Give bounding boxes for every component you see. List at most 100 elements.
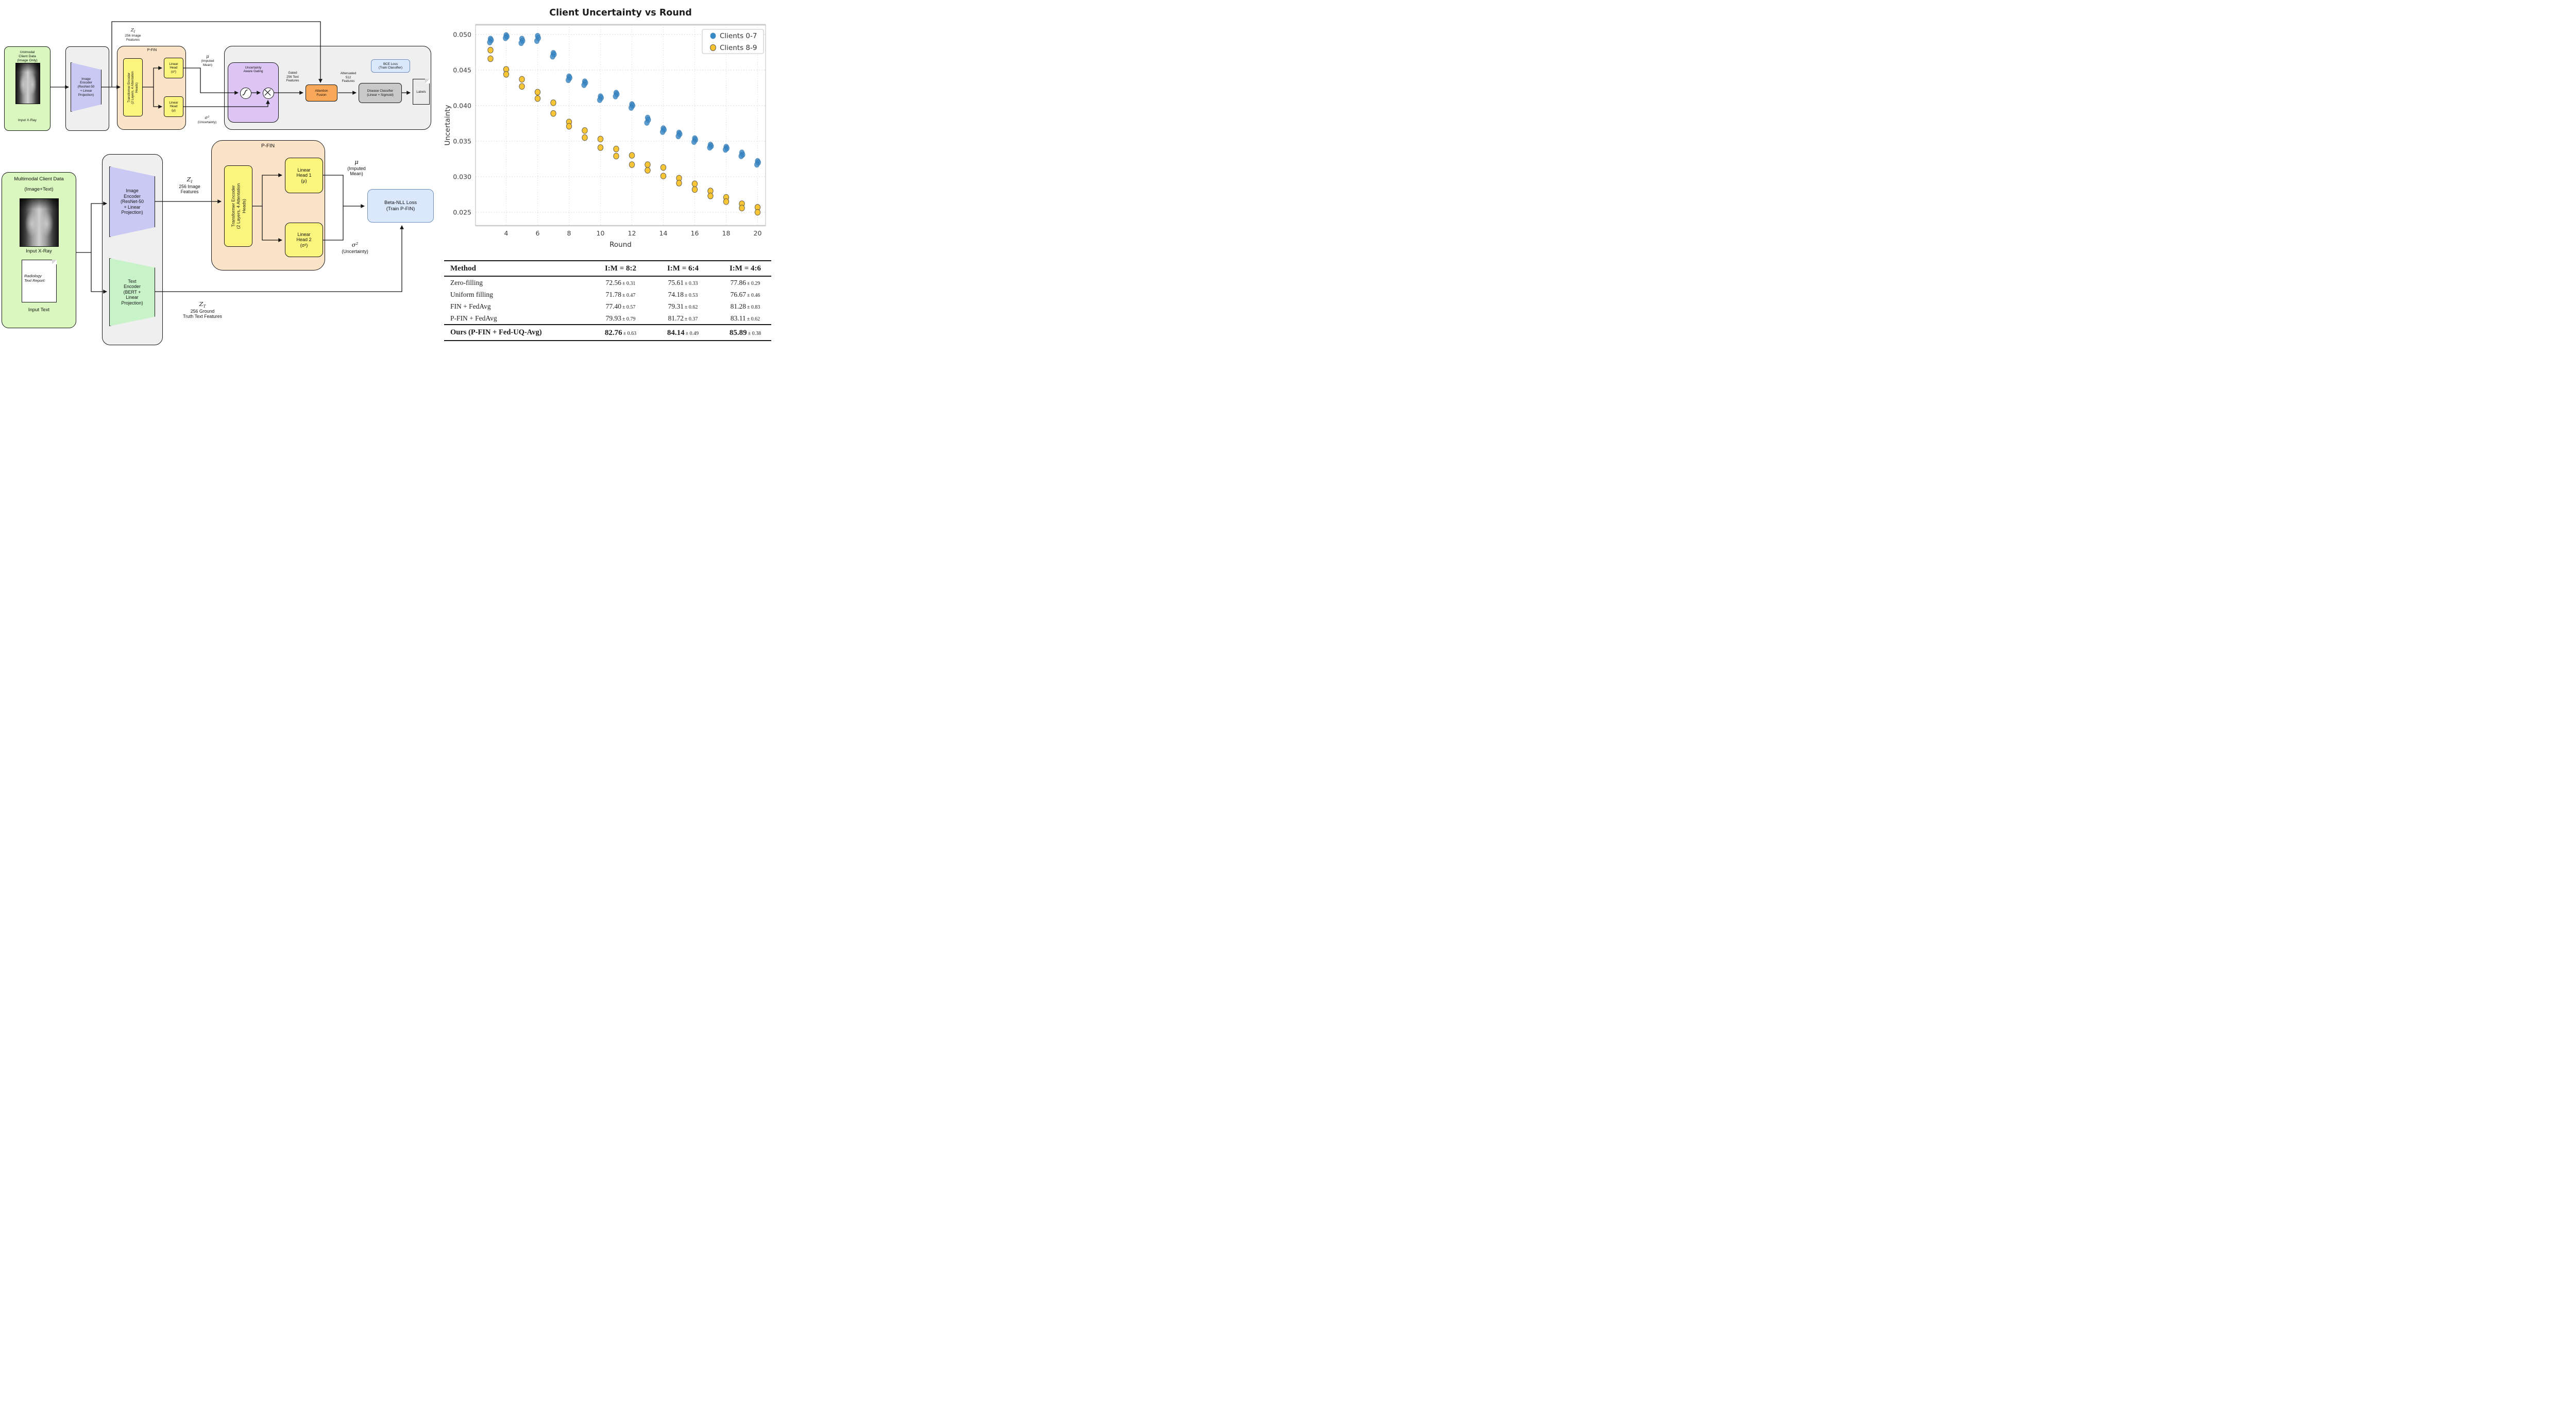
blue-point — [534, 38, 540, 44]
pfin-title-bottom: P-FIN — [261, 143, 275, 149]
gated-features-label: Gated 256 Text Features — [286, 71, 299, 83]
svg-text:4: 4 — [504, 229, 509, 237]
svg-text:14: 14 — [659, 229, 668, 237]
legend-marker — [710, 32, 716, 39]
svg-text:16: 16 — [691, 229, 699, 237]
linear-head2-box: Linear Head 2 (σ²) — [285, 223, 323, 257]
yellow-point — [676, 180, 682, 187]
blue-point — [738, 153, 744, 159]
svg-text:0.040: 0.040 — [453, 102, 471, 110]
yellow-point — [582, 134, 588, 141]
col-header-method: Method — [450, 264, 476, 273]
yellow-point — [519, 76, 525, 83]
text-encoder-label: Text Encoder (BERT + Linear Projection) — [121, 278, 143, 306]
yellow-point — [691, 186, 698, 193]
blue-point — [644, 120, 650, 126]
blue-point — [659, 129, 666, 135]
blue-point — [722, 146, 728, 153]
yellow-point — [660, 164, 667, 171]
yellow-point — [660, 173, 667, 179]
zi-label-bottom: ZI 256 Image Features — [179, 176, 200, 195]
mu-output-label-bottom: μ (Imputed Mean) — [347, 158, 366, 177]
yellow-point — [707, 192, 714, 199]
yellow-point — [503, 71, 510, 78]
blue-point — [628, 105, 634, 111]
beta-nll-loss-box: Beta-NLL Loss (Train P-FIN) — [367, 189, 434, 223]
figure-canvas: Unimodal Client Data (Image Only) Input … — [0, 0, 773, 350]
yellow-point — [566, 123, 572, 130]
yellow-point — [487, 55, 494, 62]
image-encoder-trapezoid-bottom: Image Encoder (ResNet-50 + Linear Projec… — [109, 166, 155, 237]
svg-text:12: 12 — [628, 229, 636, 237]
col-header-im46: I:M = 4:6 — [729, 264, 761, 273]
yellow-point — [739, 205, 745, 212]
attenuated-features-label: Attenuated 512 Features — [340, 72, 357, 83]
svg-text:6: 6 — [536, 229, 540, 237]
svg-text:0.025: 0.025 — [453, 209, 471, 216]
zt-label: ZT 256 Ground Truth Text Features — [183, 300, 222, 319]
chart-title: Client Uncertainty vs Round — [549, 8, 692, 18]
document-fold — [52, 260, 57, 264]
attention-fusion-box: Attention Fusion — [306, 85, 337, 102]
multiply-node — [263, 88, 274, 99]
yellow-point — [487, 47, 494, 54]
input-text-caption: Input Text — [28, 307, 50, 313]
table-row: FIN + FedAvg 77.40± 0.57 79.31± 0.62 81.… — [450, 302, 760, 310]
svg-text:10: 10 — [597, 229, 605, 237]
table-body: Zero-filling 72.56± 0.31 75.61± 0.33 77.… — [444, 277, 771, 324]
col-header-im64: I:M = 6:4 — [667, 264, 699, 273]
yellow-point — [534, 89, 541, 96]
bce-loss-box: BCE Loss (Train Classifier) — [371, 59, 410, 73]
table-rule-ours — [444, 324, 771, 325]
multiply-icon — [264, 89, 271, 96]
disease-classifier-box: Disease Classifier (Linear + Sigmoid) — [359, 83, 402, 103]
transformer-label-bottom: Transformer Encoder (2 Layers, 4 Attenta… — [230, 183, 246, 229]
legend-label: Clients 8-9 — [720, 44, 757, 52]
mu-output-label-top: μ (Imputed Mean) — [201, 54, 214, 67]
plot-area — [476, 25, 766, 226]
scatter-points — [487, 32, 761, 216]
text-encoder-trapezoid: Text Encoder (BERT + Linear Projection) — [109, 258, 155, 326]
results-table: Method I:M = 8:2 I:M = 6:4 I:M = 4:6 Zer… — [444, 260, 771, 341]
svg-text:0.050: 0.050 — [453, 31, 471, 39]
table-rule-top — [444, 260, 771, 261]
yellow-point — [723, 198, 730, 205]
x-axis-label: Round — [609, 241, 632, 249]
radiology-report-text: Radiology Text Report: — [24, 274, 46, 283]
yellow-point — [645, 167, 651, 174]
linear-head-mu-top: Linear Head (μ) — [164, 96, 183, 117]
svg-text:8: 8 — [567, 229, 571, 237]
yellow-point — [691, 180, 698, 188]
blue-point — [675, 133, 681, 140]
yellow-point — [597, 136, 604, 143]
blue-point — [518, 40, 524, 46]
sigma-output-label-top: σ² (Uncertainty) — [197, 115, 217, 124]
blue-point — [487, 39, 493, 46]
table-header-row: Method I:M = 8:2 I:M = 6:4 I:M = 4:6 — [444, 261, 771, 276]
multimodal-client-subtitle: (Image+Text) — [24, 187, 54, 192]
table-row: P-FIN + FedAvg 79.93± 0.79 81.72± 0.37 8… — [450, 314, 760, 322]
yellow-point — [597, 144, 604, 151]
image-encoder-label-top: Image Encoder (ResNet-50 + Linear Projec… — [77, 77, 95, 97]
unimodal-client-title: Unimodal Client Data (Image Only) — [17, 50, 38, 63]
xray-image-bottom — [20, 198, 59, 247]
blue-point — [613, 93, 618, 99]
blue-point — [550, 53, 555, 60]
svg-text:18: 18 — [722, 229, 731, 237]
xray-image-top — [15, 63, 40, 104]
svg-text:0.035: 0.035 — [453, 138, 471, 145]
table-ours-row: Ours (P-FIN + Fed-UQ-Avg) 82.76± 0.63 84… — [450, 328, 761, 337]
uncertainty-gating-title: Uncertainty Aware Gating — [243, 66, 263, 74]
yellow-point — [613, 145, 619, 153]
sigma-output-label-bottom: σ² (Uncertainty) — [342, 241, 368, 254]
blue-point — [691, 139, 697, 145]
yellow-point — [550, 110, 556, 117]
yellow-point — [645, 161, 651, 168]
image-encoder-trapezoid-top: Image Encoder (ResNet-50 + Linear Projec… — [71, 62, 101, 112]
document-fold — [425, 79, 430, 83]
unimodal-client-box: Unimodal Client Data (Image Only) — [4, 46, 50, 131]
blue-point — [565, 77, 571, 83]
yellow-point — [754, 209, 761, 216]
